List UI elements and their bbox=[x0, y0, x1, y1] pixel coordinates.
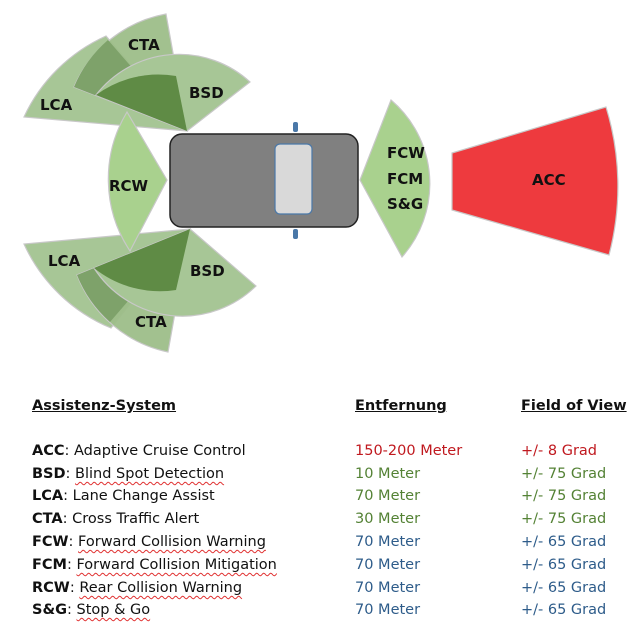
overlap-bottom-dark bbox=[94, 229, 190, 292]
table-row-fov: +/- 65 Grad bbox=[521, 580, 607, 596]
system-name: Forward Collision Mitigation bbox=[76, 557, 277, 573]
label-lca-bottom: LCA bbox=[48, 252, 81, 270]
sensor-group-rear-left: CTA BSD LCA bbox=[23, 13, 251, 132]
table-row-system: FCM: Forward Collision Mitigation bbox=[32, 557, 277, 573]
system-abbreviation: FCM bbox=[32, 557, 67, 573]
label-fcm: FCM bbox=[387, 170, 423, 188]
label-fcw: FCW bbox=[387, 144, 425, 162]
mirror-top bbox=[293, 122, 298, 132]
sensor-group-rear-right: LCA BSD CTA bbox=[23, 228, 257, 353]
table-row-system: LCA: Lane Change Assist bbox=[32, 488, 215, 504]
table-row-distance: 70 Meter bbox=[355, 557, 421, 573]
overlap-top-dark bbox=[96, 74, 187, 131]
windshield bbox=[274, 143, 313, 215]
label-bsd-top: BSD bbox=[189, 84, 224, 102]
system-name: Cross Traffic Alert bbox=[72, 511, 200, 527]
system-abbreviation: S&G bbox=[32, 602, 67, 618]
table-row-distance: 70 Meter bbox=[355, 534, 421, 550]
label-lca-top: LCA bbox=[40, 96, 73, 114]
system-name: Lane Change Assist bbox=[72, 488, 215, 504]
separator: : bbox=[64, 443, 75, 459]
system-abbreviation: CTA bbox=[32, 511, 63, 527]
acc-sector bbox=[451, 106, 619, 256]
separator: : bbox=[62, 511, 73, 527]
table-row-distance: 150-200 Meter bbox=[355, 443, 463, 459]
table-row-system: CTA: Cross Traffic Alert bbox=[32, 511, 199, 527]
separator: : bbox=[63, 488, 73, 504]
table-row-system: ACC: Adaptive Cruise Control bbox=[32, 443, 246, 459]
system-name: Rear Collision Warning bbox=[79, 580, 243, 596]
table-row-distance: 10 Meter bbox=[355, 466, 421, 482]
label-bsd-bottom: BSD bbox=[190, 262, 225, 280]
label-cta-bottom: CTA bbox=[135, 313, 167, 331]
table-row-fov: +/- 8 Grad bbox=[521, 443, 597, 459]
table-row-distance: 70 Meter bbox=[355, 580, 421, 596]
separator: : bbox=[66, 557, 77, 573]
separator: : bbox=[68, 534, 79, 550]
system-name: Stop & Go bbox=[76, 602, 151, 618]
separator: : bbox=[69, 580, 80, 596]
table-row-fov: +/- 75 Grad bbox=[521, 466, 607, 482]
system-abbreviation: RCW bbox=[32, 580, 70, 596]
rcw-sector bbox=[107, 110, 168, 253]
table-row-fov: +/- 65 Grad bbox=[521, 602, 607, 618]
label-sg: S&G bbox=[387, 195, 423, 213]
system-abbreviation: LCA bbox=[32, 488, 64, 504]
separator: : bbox=[65, 466, 76, 482]
sensor-coverage-diagram: CTA BSD LCA LCA BSD CTA RCW ACC FCW FCM … bbox=[23, 13, 619, 353]
label-cta-top: CTA bbox=[128, 36, 160, 54]
fcw-sector bbox=[359, 98, 431, 259]
system-name: Blind Spot Detection bbox=[75, 466, 225, 482]
table-row-fov: +/- 75 Grad bbox=[521, 488, 607, 504]
system-name: Forward Collision Warning bbox=[78, 534, 266, 550]
system-abbreviation: BSD bbox=[32, 466, 66, 482]
table-row-fov: +/- 65 Grad bbox=[521, 534, 607, 550]
table-row-system: S&G: Stop & Go bbox=[32, 602, 150, 618]
header-system: Assistenz-System bbox=[32, 398, 177, 414]
table-row-system: FCW: Forward Collision Warning bbox=[32, 534, 266, 550]
car bbox=[169, 122, 359, 239]
mirror-bottom bbox=[293, 229, 298, 239]
system-abbreviation: FCW bbox=[32, 534, 69, 550]
table-row-distance: 70 Meter bbox=[355, 602, 421, 618]
header-fov: Field of View bbox=[521, 398, 627, 414]
system-name: Adaptive Cruise Control bbox=[74, 443, 246, 459]
label-rcw: RCW bbox=[109, 177, 149, 195]
separator: : bbox=[67, 602, 77, 618]
table-row-fov: +/- 65 Grad bbox=[521, 557, 607, 573]
table-row-distance: 70 Meter bbox=[355, 488, 421, 504]
table-row-system: RCW: Rear Collision Warning bbox=[32, 580, 242, 596]
table-row-fov: +/- 75 Grad bbox=[521, 511, 607, 527]
header-distance: Entfernung bbox=[355, 398, 447, 414]
table-row-distance: 30 Meter bbox=[355, 511, 421, 527]
system-abbreviation: ACC bbox=[32, 443, 65, 459]
label-acc: ACC bbox=[532, 171, 566, 189]
table-row-system: BSD: Blind Spot Detection bbox=[32, 466, 224, 482]
